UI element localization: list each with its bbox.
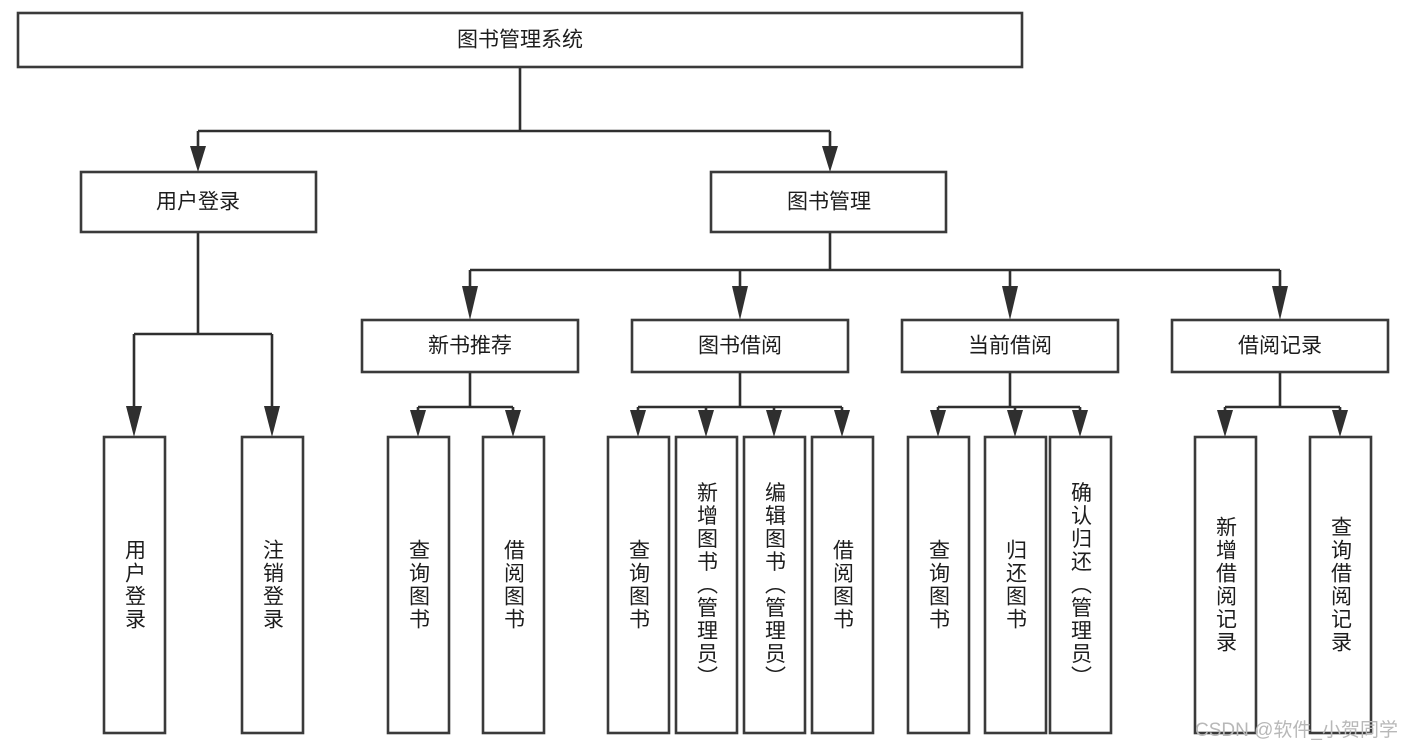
leaf-cb-query-book-label: 查询图书: [927, 539, 951, 631]
connector-group-new-book-recommend: [410, 372, 521, 437]
node-borrow-record[interactable]: 借阅记录: [1170, 318, 1390, 374]
leaf-user-login[interactable]: 用户登录: [102, 435, 167, 735]
node-book-borrow-label: 图书借阅: [698, 335, 782, 358]
leaf-bb-borrow-book[interactable]: 借阅图书: [810, 435, 875, 735]
arrow-head-cb-query-book: [930, 410, 946, 437]
node-book-management-box[interactable]: [709, 170, 948, 234]
arrow-head-bb-edit-book: [766, 410, 782, 437]
leaf-nb-borrow-book[interactable]: 借阅图书: [481, 435, 546, 735]
arrow-head-nb-query-book: [410, 410, 426, 437]
leaf-nb-query-book-box[interactable]: [386, 435, 451, 735]
node-book-management[interactable]: 图书管理: [709, 170, 948, 234]
leaf-bb-query-book-box[interactable]: [606, 435, 671, 735]
arrow-head-user-login: [190, 146, 206, 172]
arrow-head-nb-borrow-book: [505, 410, 521, 437]
node-borrow-record-label: 借阅记录: [1238, 335, 1322, 358]
arrow-head-current-borrow: [1002, 286, 1018, 320]
leaf-br-add-record[interactable]: 新增借阅记录: [1193, 435, 1258, 735]
leaf-br-add-record-box[interactable]: [1193, 435, 1258, 735]
connector-group-root: [190, 67, 838, 172]
leaf-cb-return-book[interactable]: 归还图书: [983, 435, 1048, 735]
leaf-bb-query-book-label: 查询图书: [627, 539, 651, 631]
arrow-head-book-borrow: [732, 286, 748, 320]
arrow-head-bb-query-book: [630, 410, 646, 437]
arrow-head-cb-return-book: [1007, 410, 1023, 437]
leaf-cb-confirm-return[interactable]: 确认归还（管理员）: [1048, 435, 1113, 735]
leaf-bb-add-book-label: 新增图书（管理员）: [695, 482, 719, 689]
leaf-logout[interactable]: 注销登录: [240, 435, 305, 735]
leaf-cb-query-book[interactable]: 查询图书: [906, 435, 971, 735]
leaf-nb-query-book[interactable]: 查询图书: [386, 435, 451, 735]
arrow-head-bb-add-book: [698, 410, 714, 437]
node-borrow-record-box[interactable]: [1170, 318, 1390, 374]
arrow-head-cb-confirm-return: [1072, 410, 1088, 437]
node-root-system[interactable]: 图书管理系统: [16, 11, 1024, 69]
leaf-bb-edit-book-box[interactable]: [742, 435, 807, 735]
leaf-cb-return-book-label: 归还图书: [1004, 539, 1028, 631]
connector-group-user-login: [126, 232, 280, 437]
node-current-borrow-box[interactable]: [900, 318, 1120, 374]
node-current-borrow[interactable]: 当前借阅: [900, 318, 1120, 374]
arrow-head-book-mgmt: [822, 146, 838, 172]
connector-group-borrow-record: [1217, 372, 1348, 437]
leaf-bb-borrow-book-label: 借阅图书: [831, 539, 855, 631]
leaf-bb-borrow-book-box[interactable]: [810, 435, 875, 735]
arrow-head-bb-borrow-book: [834, 410, 850, 437]
node-new-book-recommend-label: 新书推荐: [428, 335, 512, 358]
leaf-cb-return-book-box[interactable]: [983, 435, 1048, 735]
node-book-borrow-box[interactable]: [630, 318, 850, 374]
leaf-br-add-record-label: 新增借阅记录: [1214, 516, 1238, 654]
node-user-login-label: 用户登录: [156, 191, 240, 214]
arrow-head-leaf-user-login: [126, 406, 142, 437]
node-user-login[interactable]: 用户登录: [79, 170, 318, 234]
arrow-head-leaf-logout: [264, 406, 280, 437]
connector-group-book-borrow: [630, 372, 850, 437]
node-book-borrow[interactable]: 图书借阅: [630, 318, 850, 374]
node-book-management-label: 图书管理: [787, 191, 871, 214]
leaf-bb-query-book[interactable]: 查询图书: [606, 435, 671, 735]
leaf-nb-query-book-label: 查询图书: [407, 539, 431, 631]
watermark-label: CSDN @软件_小贺同学: [1195, 719, 1398, 741]
leaf-nb-borrow-book-label: 借阅图书: [502, 539, 526, 631]
leaf-bb-edit-book-label: 编辑图书（管理员）: [763, 482, 787, 689]
connector-group-current-borrow: [930, 372, 1088, 437]
node-root-system-box[interactable]: [16, 11, 1024, 69]
leaf-cb-confirm-return-label: 确认归还（管理员）: [1069, 482, 1093, 689]
leaf-user-login-box[interactable]: [102, 435, 167, 735]
node-current-borrow-label: 当前借阅: [968, 335, 1052, 358]
arrow-head-new-book: [462, 286, 478, 320]
node-new-book-recommend-box[interactable]: [360, 318, 580, 374]
leaf-br-query-record[interactable]: 查询借阅记录: [1308, 435, 1373, 735]
leaf-br-query-record-label: 查询借阅记录: [1329, 516, 1353, 654]
leaf-cb-confirm-return-box[interactable]: [1048, 435, 1113, 735]
node-user-login-box[interactable]: [79, 170, 318, 234]
leaf-cb-query-book-box[interactable]: [906, 435, 971, 735]
leaf-bb-add-book[interactable]: 新增图书（管理员）: [674, 435, 739, 735]
leaf-bb-edit-book[interactable]: 编辑图书（管理员）: [742, 435, 807, 735]
leaf-logout-box[interactable]: [240, 435, 305, 735]
node-new-book-recommend[interactable]: 新书推荐: [360, 318, 580, 374]
leaf-logout-label: 注销登录: [261, 539, 285, 631]
leaf-br-query-record-box[interactable]: [1308, 435, 1373, 735]
arrow-head-br-add-record: [1217, 410, 1233, 437]
arrow-head-br-query-record: [1332, 410, 1348, 437]
node-root-system-label: 图书管理系统: [457, 29, 583, 52]
leaf-nb-borrow-book-box[interactable]: [481, 435, 546, 735]
connector-group-book-management: [462, 232, 1288, 320]
leaf-user-login-label: 用户登录: [123, 539, 147, 631]
arrow-head-borrow-record: [1272, 286, 1288, 320]
leaf-bb-add-book-box[interactable]: [674, 435, 739, 735]
